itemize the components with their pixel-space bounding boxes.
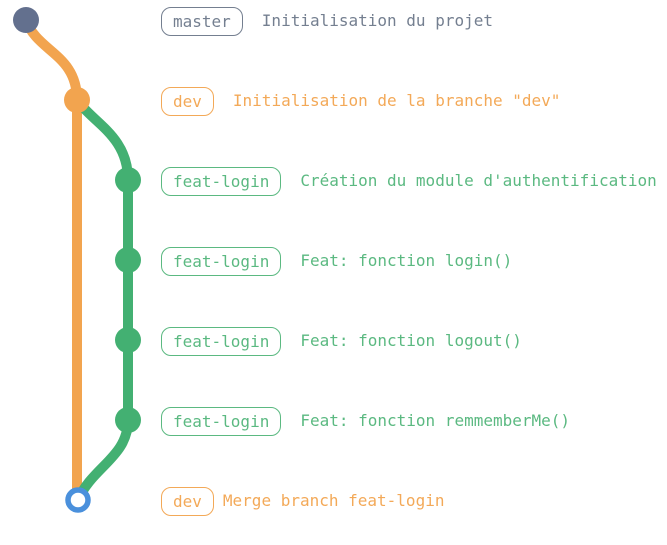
commit-message: Création du module d'authentification — [300, 171, 657, 190]
commit-row-master-init: master Initialisation du projet — [161, 6, 493, 36]
commit-row-featlogin-4: feat-login Feat: fonction remmemberMe() — [161, 406, 570, 436]
commit-message: Merge branch feat-login — [222, 491, 445, 510]
commit-row-dev-init: dev Initialisation de la branche "dev" — [161, 86, 560, 116]
branch-badge-feat-login: feat-login — [161, 326, 282, 356]
commit-dot-dev-init — [64, 87, 90, 113]
branch-badge-master: master — [161, 6, 243, 36]
commit-row-merge: dev Merge branch feat-login — [161, 486, 444, 516]
commit-dot-featlogin-3 — [115, 327, 141, 353]
branch-badge-feat-login: feat-login — [161, 406, 282, 436]
commit-message: Initialisation de la branche "dev" — [232, 91, 561, 110]
edge-master-to-dev — [21, 15, 82, 105]
branch-badge-dev: dev — [161, 86, 214, 116]
commit-dot-master-init — [13, 7, 39, 33]
commit-message: Feat: fonction remmemberMe() — [300, 411, 571, 430]
commit-dot-featlogin-2 — [115, 247, 141, 273]
commit-dot-featlogin-4 — [115, 407, 141, 433]
commit-row-featlogin-3: feat-login Feat: fonction logout() — [161, 326, 522, 356]
commit-message: Feat: fonction login() — [300, 251, 513, 270]
commit-dot-featlogin-1 — [115, 167, 141, 193]
branch-badge-feat-login: feat-login — [161, 246, 282, 276]
branch-badge-dev: dev — [161, 486, 214, 516]
commit-dot-merge — [65, 487, 91, 513]
commit-message: Initialisation du projet — [261, 11, 493, 30]
commit-row-featlogin-2: feat-login Feat: fonction login() — [161, 246, 512, 276]
edge-featlogin-to-merge — [73, 415, 133, 505]
commit-row-featlogin-1: feat-login Création du module d'authenti… — [161, 166, 657, 196]
branch-badge-feat-login: feat-login — [161, 166, 282, 196]
commit-graph — [13, 7, 141, 513]
commit-message: Feat: fonction logout() — [300, 331, 522, 350]
edge-dev-to-featlogin — [72, 95, 133, 185]
